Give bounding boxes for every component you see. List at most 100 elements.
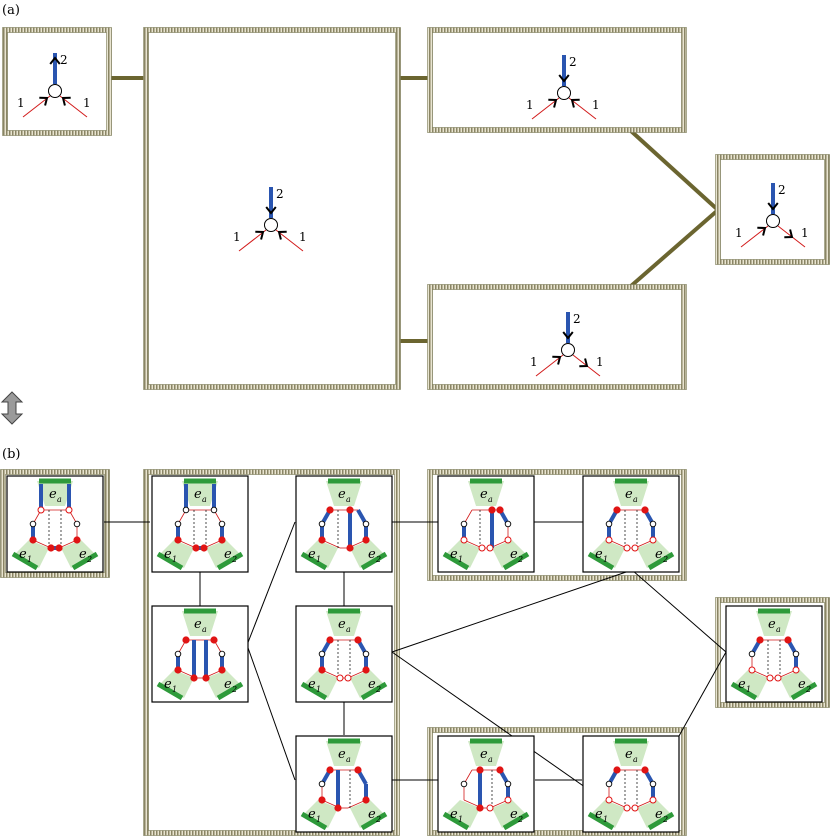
site-1-bar [300, 681, 328, 701]
hatched-frame [0, 469, 110, 578]
red-dot [318, 666, 326, 674]
site-sub-a: a [346, 755, 351, 764]
arrow-head [548, 98, 558, 108]
red-edge-left [740, 225, 769, 248]
open-dot [486, 544, 494, 552]
site-label-1: e [308, 677, 316, 692]
site-2 [492, 800, 528, 828]
arrow-head [61, 96, 71, 106]
open-dot [504, 796, 512, 804]
red-dot [326, 506, 334, 514]
red-dot [174, 666, 182, 674]
site-1 [302, 800, 338, 828]
open-dot [623, 804, 631, 812]
vertex-circle [766, 214, 780, 228]
red-dot [202, 674, 210, 682]
site-label-a: e [49, 487, 57, 502]
site-sub-2: 2 [375, 815, 381, 824]
site-label-1: e [595, 807, 603, 822]
site-label-a: e [194, 617, 202, 632]
site-sub-a: a [202, 495, 207, 504]
label-top: 2 [276, 187, 284, 201]
red-dot [613, 506, 621, 514]
site-sub-1: 1 [172, 685, 177, 694]
open-dot [631, 544, 639, 552]
panel-a-label: (a) [2, 3, 20, 18]
arrow-head [39, 96, 49, 106]
open-dot [478, 544, 486, 552]
white-dot [504, 520, 512, 528]
white-dot [792, 650, 800, 658]
site-2 [780, 670, 816, 698]
red-dot [182, 636, 190, 644]
site-label-a: e [768, 617, 776, 632]
red-dot [326, 636, 334, 644]
site-2-bar [360, 681, 388, 701]
white-dot [318, 520, 326, 528]
site-2 [350, 540, 386, 568]
site-2-bar [216, 551, 244, 571]
open-dot [774, 674, 782, 682]
site-sub-a: a [57, 495, 62, 504]
site-a [613, 481, 649, 506]
red-dot [362, 796, 370, 804]
open-dot [792, 666, 800, 674]
site-label-2: e [368, 807, 376, 822]
site-2 [61, 540, 97, 568]
site-sub-2: 2 [375, 555, 381, 564]
site-2-bar [216, 681, 244, 701]
red-dot [73, 536, 81, 544]
site-1 [158, 670, 194, 698]
white-dot [504, 780, 512, 788]
site-sub-2: 2 [517, 555, 523, 564]
red-dot [47, 544, 55, 552]
site-1-bar [587, 551, 615, 571]
arrow-head [784, 229, 794, 239]
site-1 [302, 540, 338, 568]
white-dot [605, 520, 613, 528]
site-label-a: e [338, 487, 346, 502]
red-dot [334, 804, 342, 812]
double-arrow-icon [0, 391, 24, 425]
site-label-1: e [738, 677, 746, 692]
site-2-bar [360, 551, 388, 571]
hatched-frame [427, 284, 687, 390]
white-dot [174, 650, 182, 658]
site-2 [206, 670, 242, 698]
red-dot [362, 536, 370, 544]
arrow-head [767, 202, 779, 211]
site-a [468, 481, 504, 506]
open-dot [37, 506, 45, 514]
site-label-2: e [368, 677, 376, 692]
open-dot [649, 536, 657, 544]
red-dot [346, 544, 354, 552]
site-a [37, 481, 73, 506]
site-sub-a: a [488, 755, 493, 764]
hatched-frame [143, 469, 400, 836]
hatched-frame [427, 27, 687, 133]
red-edge-left [535, 354, 564, 377]
vertex-circle [561, 343, 575, 357]
site-label-1: e [19, 547, 27, 562]
label-right: 1 [596, 355, 604, 369]
arrow-head [562, 331, 574, 340]
white-dot [218, 520, 226, 528]
site-a [326, 481, 362, 506]
hatched-frame [427, 469, 687, 581]
site-sub-1: 1 [746, 685, 751, 694]
white-dot [748, 650, 756, 658]
site-1 [13, 540, 49, 568]
site-sub-1: 1 [458, 555, 463, 564]
red-edge-left [22, 95, 51, 118]
site-label-a: e [625, 487, 633, 502]
site-sub-a: a [633, 495, 638, 504]
vertex-circle [48, 84, 62, 98]
arrow-head [49, 56, 61, 65]
